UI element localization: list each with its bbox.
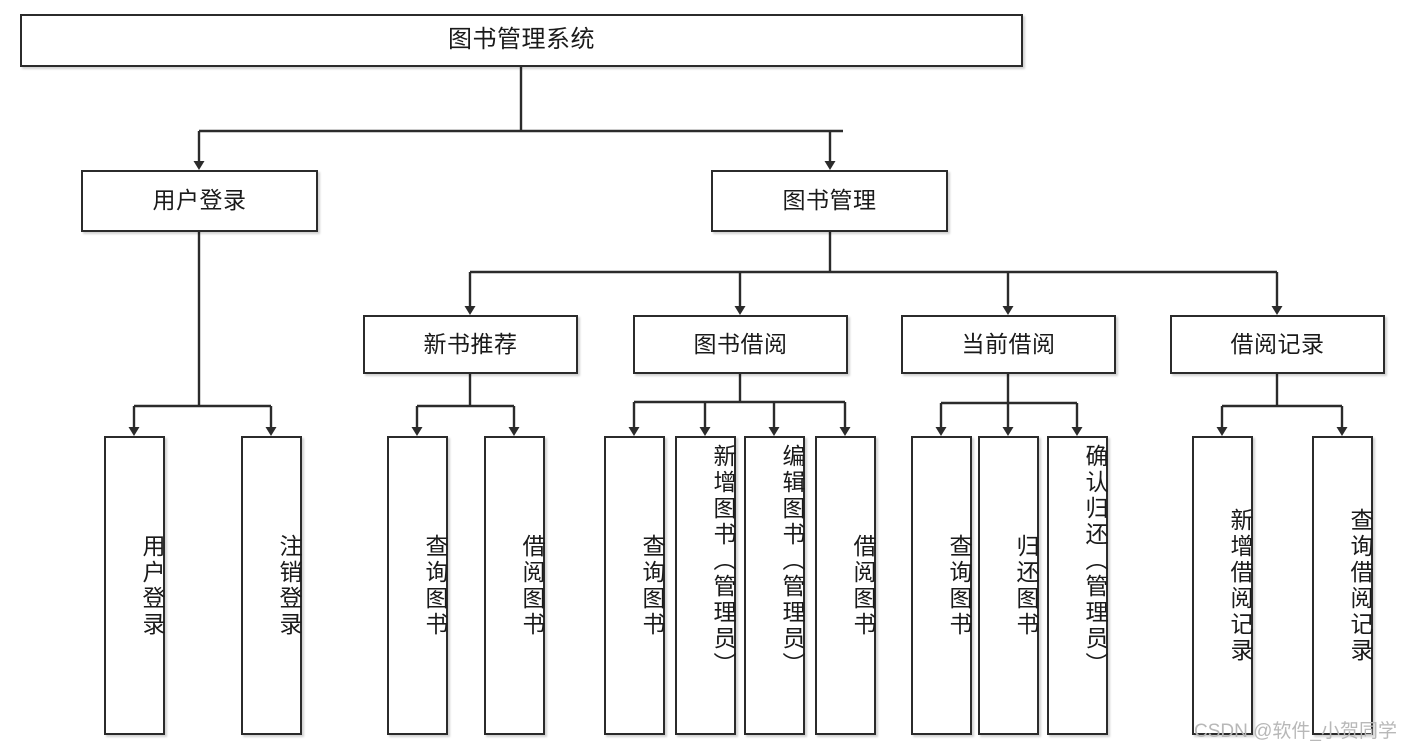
node-leaf-add-book-label: 新增图书（管理员）	[710, 444, 736, 678]
node-user-login-label: 用户登录	[152, 187, 247, 214]
node-leaf-query-book-1-label: 查询图书	[422, 533, 448, 638]
watermark-text: CSDN @软件_小贺同学	[1194, 721, 1397, 742]
node-leaf-add-book[interactable]: 新增图书（管理员）	[675, 436, 736, 735]
node-leaf-add-record-label: 新增借阅记录	[1227, 507, 1253, 664]
node-leaf-user-login[interactable]: 用户登录	[104, 436, 165, 735]
node-book-management-label: 图书管理	[782, 187, 877, 214]
node-leaf-query-record[interactable]: 查询借阅记录	[1312, 436, 1373, 735]
node-current-borrow-label: 当前借阅	[961, 330, 1056, 357]
node-borrow-record[interactable]: 借阅记录	[1170, 315, 1385, 374]
node-leaf-borrow-book-2-label: 借阅图书	[850, 533, 876, 638]
node-leaf-return-book[interactable]: 归还图书	[978, 436, 1039, 735]
node-leaf-borrow-book-2[interactable]: 借阅图书	[815, 436, 876, 735]
node-leaf-logout-login[interactable]: 注销登录	[241, 436, 302, 735]
node-root-label: 图书管理系统	[448, 26, 595, 54]
node-book-management[interactable]: 图书管理	[711, 170, 948, 232]
node-leaf-query-book-3-label: 查询图书	[946, 533, 972, 638]
node-leaf-borrow-book-1[interactable]: 借阅图书	[484, 436, 545, 735]
node-leaf-query-book-2[interactable]: 查询图书	[604, 436, 665, 735]
node-new-book-recommend[interactable]: 新书推荐	[363, 315, 578, 374]
node-leaf-logout-login-label: 注销登录	[276, 533, 302, 638]
node-leaf-query-record-label: 查询借阅记录	[1347, 507, 1373, 664]
node-leaf-return-book-label: 归还图书	[1013, 533, 1039, 638]
node-leaf-edit-book[interactable]: 编辑图书（管理员）	[744, 436, 805, 735]
node-leaf-add-record[interactable]: 新增借阅记录	[1192, 436, 1253, 735]
node-user-login[interactable]: 用户登录	[81, 170, 318, 232]
node-leaf-edit-book-label: 编辑图书（管理员）	[779, 444, 805, 678]
node-new-book-recommend-label: 新书推荐	[423, 330, 518, 357]
node-current-borrow[interactable]: 当前借阅	[901, 315, 1116, 374]
node-book-borrow[interactable]: 图书借阅	[633, 315, 848, 374]
node-leaf-query-book-1[interactable]: 查询图书	[387, 436, 448, 735]
node-leaf-confirm-return[interactable]: 确认归还（管理员）	[1047, 436, 1108, 735]
node-leaf-query-book-2-label: 查询图书	[639, 533, 665, 638]
node-root[interactable]: 图书管理系统	[20, 14, 1023, 67]
node-book-borrow-label: 图书借阅	[693, 330, 788, 357]
node-leaf-borrow-book-1-label: 借阅图书	[519, 533, 545, 638]
node-borrow-record-label: 借阅记录	[1230, 330, 1325, 357]
node-leaf-confirm-return-label: 确认归还（管理员）	[1082, 444, 1108, 678]
node-leaf-query-book-3[interactable]: 查询图书	[911, 436, 972, 735]
node-leaf-user-login-label: 用户登录	[139, 533, 165, 638]
